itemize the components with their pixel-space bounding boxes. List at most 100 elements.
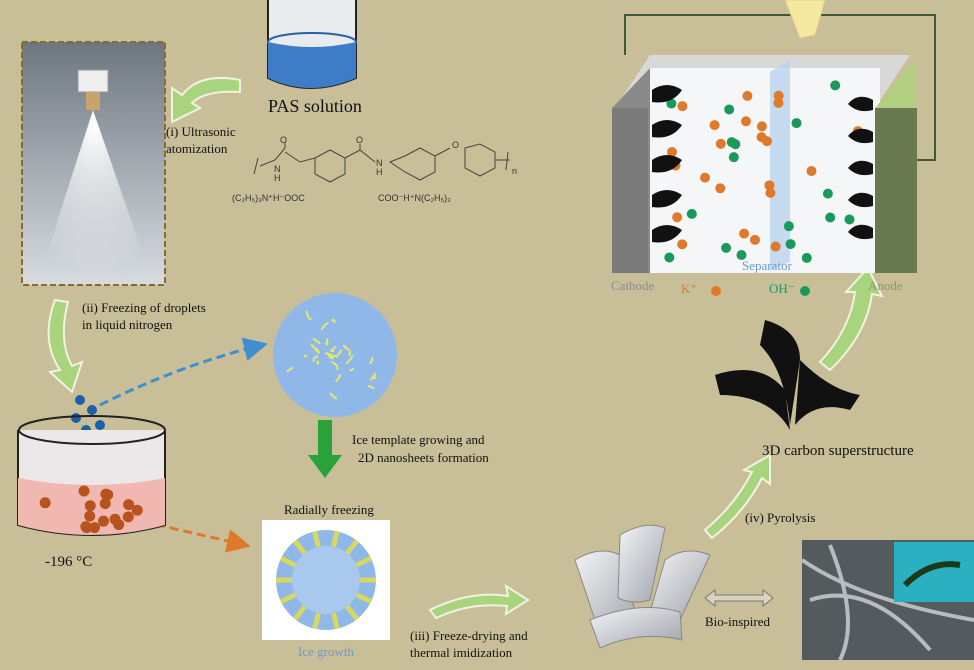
k-ion — [672, 212, 683, 223]
oh-ion — [721, 242, 732, 253]
oh-ion — [728, 152, 739, 163]
step-i-label-1: (i) Ultrasonic — [166, 124, 236, 139]
frozen-droplet — [102, 489, 114, 501]
nanosheet-squiggle — [305, 310, 313, 321]
k-ion — [715, 138, 726, 149]
nanosheet-squiggle — [303, 354, 308, 358]
pas-chemical-formula: O O O N H N H n (C₂H₅)₃N⁺H⁻OOC COO⁻H⁺N(C… — [230, 135, 520, 208]
nanosheet-squiggle — [327, 355, 335, 360]
oh-ion-legend-icon — [800, 286, 810, 296]
anode-label: Anode — [868, 278, 903, 293]
oh-ion — [724, 104, 735, 115]
nanosheet-squiggle — [349, 367, 355, 372]
ice-crystal-ray — [345, 605, 360, 621]
frozen-droplet — [81, 522, 93, 534]
ice-crystal-ray — [355, 555, 373, 568]
frozen-droplet — [84, 500, 96, 512]
formula-h-2: H — [376, 167, 383, 177]
battery-illustration — [612, 0, 936, 273]
k-ion-legend-icon — [711, 286, 721, 296]
k-ion — [739, 228, 750, 239]
nanosheet-squiggle — [330, 318, 336, 324]
anode-carbon-sheet — [848, 192, 873, 208]
anode-carbon-sheet — [848, 160, 873, 176]
ultrasonic-spray-image — [21, 41, 166, 286]
anode-carbon-sheet — [848, 96, 873, 112]
k-ion — [770, 241, 781, 252]
step-ii-label-1: (ii) Freezing of droplets — [82, 300, 206, 315]
oh-ion — [801, 252, 812, 263]
oh-ion — [785, 239, 796, 250]
cathode-carbon-sheet — [652, 85, 682, 103]
oh-ion — [822, 188, 833, 199]
ice-crystal-ray — [292, 539, 307, 556]
ice-crystal-ray — [279, 556, 297, 568]
formula-n-2: N — [376, 158, 383, 168]
formula-o-2: O — [356, 135, 364, 145]
pas-beaker — [267, 0, 357, 89]
ice-crystal-ray — [345, 539, 360, 555]
nanosheet-squiggle — [331, 345, 337, 352]
ice-template-label-1: Ice template growing and — [352, 432, 485, 447]
formula-o-1: O — [280, 135, 288, 145]
k-ion — [677, 239, 688, 250]
oh-ion — [783, 221, 794, 232]
k-ion — [742, 90, 753, 101]
oh-ion — [791, 118, 802, 129]
nanosheet-squiggle — [334, 373, 341, 383]
k-ion — [700, 172, 711, 183]
formula-n-1: N — [274, 164, 281, 174]
liquid-nitrogen-beaker — [17, 395, 166, 536]
carbon-superstructure — [715, 320, 860, 430]
nanosheet-squiggle — [367, 384, 375, 390]
nanosheet-squiggle — [348, 349, 352, 356]
k-ion — [667, 146, 678, 157]
nanosheet-squiggle — [330, 348, 333, 353]
frozen-droplet — [78, 485, 90, 497]
frozen-droplet — [131, 504, 143, 516]
k-ion — [756, 121, 767, 132]
step-iii-label-1: (iii) Freeze-drying and — [410, 628, 528, 643]
formula-right-salt: COO⁻H⁺N(C₂H₅)₃ — [378, 193, 451, 203]
oh-ion — [686, 208, 697, 219]
frozen-droplet — [99, 498, 111, 510]
oh-ion — [730, 139, 741, 150]
formula-n-subscript: n — [512, 166, 518, 176]
k-ion — [806, 166, 817, 177]
carbon-superstructure-label: 3D carbon superstructure — [762, 443, 914, 459]
ice-crystal-ray — [355, 592, 373, 604]
frozen-droplet — [109, 513, 121, 525]
ice-template-label-2: 2D nanosheets formation — [358, 450, 489, 465]
ice-crystal-ray — [312, 530, 321, 548]
k-ion — [677, 101, 688, 112]
process-arrows — [47, 76, 884, 620]
oh-ion — [844, 214, 855, 225]
frozen-droplet — [39, 497, 51, 509]
frozen-droplet-circle — [273, 293, 397, 417]
k-ion — [740, 116, 751, 127]
oh-ion-label: OH⁻ — [769, 281, 795, 296]
nanosheet-squiggle — [315, 347, 320, 353]
oh-ion — [666, 98, 677, 109]
oh-ion — [825, 212, 836, 223]
frozen-droplet — [89, 522, 101, 534]
nanosheet-squiggle — [329, 355, 339, 360]
nanosheet-squiggle — [330, 360, 339, 371]
nanosheet-squiggle — [345, 354, 355, 365]
nanosheet-squiggle — [373, 372, 377, 380]
formula-structure-icon — [253, 142, 510, 183]
nanosheet-squiggle — [286, 365, 295, 373]
bio-inspired-label: Bio-inspired — [705, 614, 770, 629]
ice-growth-label: Ice growth — [298, 644, 354, 659]
ice-crystal-ray — [279, 592, 297, 605]
ice-crystal-ray — [331, 530, 340, 548]
step-ii-label-2: in liquid nitrogen — [82, 317, 173, 332]
separator-label: Separator — [742, 258, 792, 273]
oh-ion — [664, 252, 675, 263]
oh-ion — [830, 80, 841, 91]
frozen-droplet — [98, 515, 110, 527]
frozen-droplet — [84, 510, 96, 522]
frozen-droplet — [123, 499, 135, 511]
cathode-label: Cathode — [611, 278, 655, 293]
